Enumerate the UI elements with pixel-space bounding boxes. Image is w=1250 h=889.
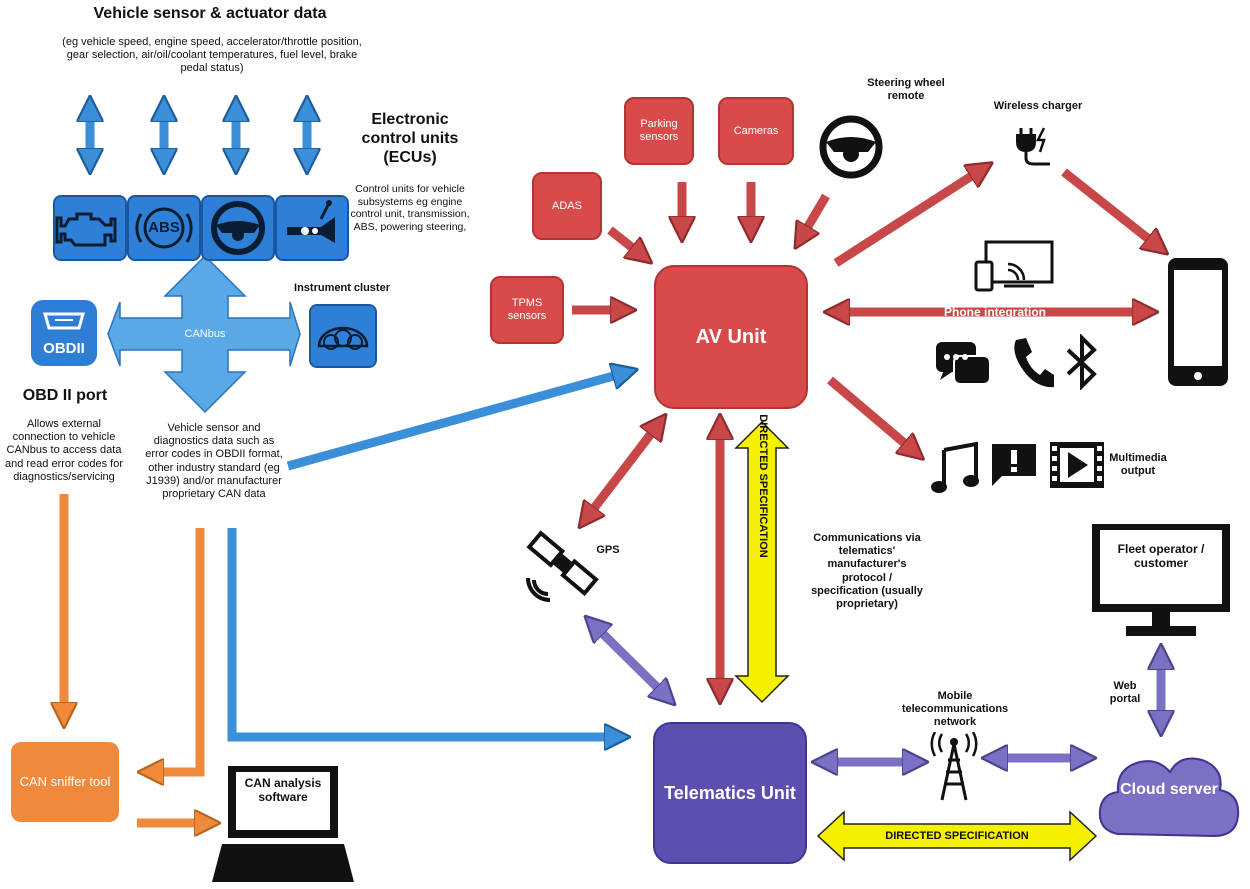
engine-ecu [53, 195, 127, 261]
blue-data-arrows [227, 372, 628, 737]
phone-integration-label: Phone integration [944, 305, 1046, 319]
adas-box: ADAS [532, 172, 602, 240]
comms-description: Communications via telematics' manufactu… [811, 532, 923, 610]
laptop-icon [212, 766, 354, 882]
mobile-network-label: Mobile telecommunications network [901, 690, 1009, 729]
cloud-icon [1098, 757, 1240, 838]
obd-connector-icon [43, 312, 85, 330]
transmission-ecu [275, 195, 349, 261]
screen-mirror [974, 240, 1056, 292]
plug-charge-icon [1016, 127, 1050, 166]
instrument-cluster-box [309, 304, 377, 368]
sensor-data-subtitle: (eg vehicle speed, engine speed, acceler… [62, 36, 362, 75]
can-analysis-label: CAN analysis software [244, 776, 322, 805]
steering-ecu [201, 195, 275, 261]
parking-sensors-box: Parking sensors [624, 97, 694, 165]
ecu-description: Control units for vehicle subsystems eg … [350, 183, 470, 233]
obd-port-description: Allows external connection to vehicle CA… [4, 418, 123, 483]
bluetooth [1060, 333, 1104, 391]
wireless-charger-label: Wireless charger [993, 100, 1083, 112]
music-note-icon [931, 441, 979, 493]
video [1048, 440, 1106, 490]
web-portal-label: Web portal [1109, 680, 1141, 706]
abs-label: ABS [148, 219, 180, 236]
obdii-port-box: OBDII [31, 300, 97, 366]
tpms-sensors-box: TPMS sensors [490, 276, 564, 344]
wireless-charger [1010, 124, 1054, 168]
bluetooth-icon [1066, 333, 1097, 391]
yellow-arrows [734, 420, 1098, 862]
gauge-cluster-icon [317, 326, 369, 350]
directed-spec-horizontal-label: DIRECTED SPECIFICATION [885, 830, 1029, 842]
notification [990, 442, 1038, 488]
ecu-title: Electronic control units (ECUs) [361, 111, 459, 167]
canbus-label: CANbus [184, 328, 226, 340]
fleet-operator-monitor: Fleet operator / customer [1090, 522, 1232, 638]
video-play-icon [1050, 442, 1104, 488]
red-arrows [572, 168, 1160, 694]
abs-icon [135, 207, 193, 249]
smartphone [1166, 256, 1230, 388]
multimedia-output-label: Multimedia output [1109, 452, 1167, 478]
sensor-data-title: Vehicle sensor & actuator data [93, 5, 327, 22]
gps-satellite [520, 524, 604, 604]
satellite-icon [526, 530, 599, 602]
gearbox-icon [287, 200, 335, 243]
phone-call [1010, 334, 1057, 388]
fleet-operator-label: Fleet operator / customer [1117, 542, 1205, 571]
steering-remote-label: Steering wheel remote [867, 77, 945, 103]
steering-wheel-remote-icon [819, 115, 883, 179]
smartphone-icon [1168, 258, 1228, 386]
chat-bubbles-icon [936, 342, 991, 385]
can-analysis-laptop: CAN analysis software [210, 764, 356, 884]
engine-icon [55, 212, 117, 247]
screen-cast-icon [974, 240, 1054, 292]
messaging [934, 340, 992, 390]
monitor-icon [1092, 524, 1230, 636]
canbus-cross [107, 254, 301, 414]
cloud-server-label: Cloud server [1120, 781, 1218, 798]
cloud-server: Cloud server [1096, 728, 1242, 854]
phone-handset-icon [1014, 338, 1057, 388]
alert-message-icon [992, 444, 1036, 486]
music [930, 440, 980, 496]
purple-arrows [592, 623, 1161, 762]
directed-spec-vertical-label: DIRECTED SPECIFICATION [757, 414, 769, 558]
gps-label: GPS [596, 544, 620, 556]
steering-remote [818, 114, 884, 180]
cell-tower-icon [930, 731, 978, 801]
steering-wheel-icon [211, 201, 265, 255]
cell-tower [926, 731, 982, 802]
obdii-badge-label: OBDII [43, 340, 85, 357]
sensor-data-arrows [90, 106, 307, 164]
diagnostics-description: Vehicle sensor and diagnostics data such… [145, 422, 283, 500]
obd-port-title: OBD II port [22, 387, 108, 404]
cameras-box: Cameras [718, 97, 794, 165]
orange-arrows [64, 494, 210, 823]
instrument-cluster-label: Instrument cluster [294, 282, 390, 294]
abs-ecu: ABS [127, 195, 201, 261]
can-sniffer-tool: CAN sniffer tool [11, 742, 119, 822]
telematics-unit: Telematics Unit [653, 722, 807, 864]
av-unit: AV Unit [654, 265, 808, 409]
